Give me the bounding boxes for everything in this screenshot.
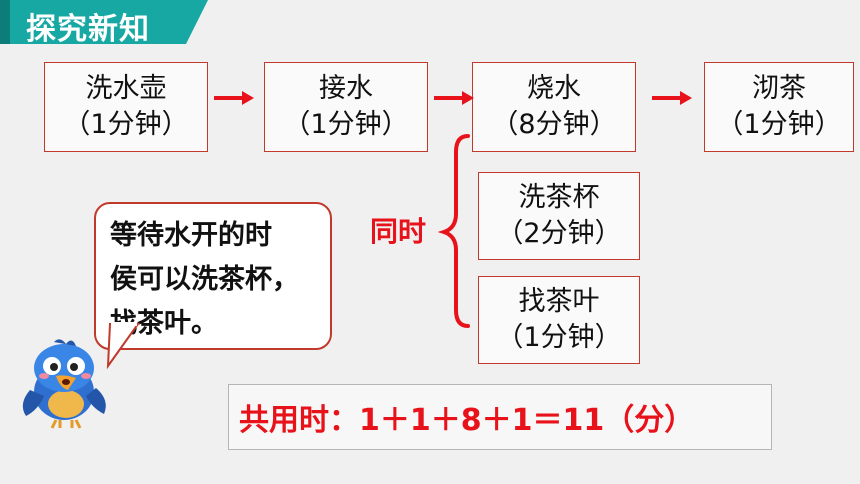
- step-box-wash-kettle: 洗水壶 （1分钟）: [44, 62, 208, 152]
- step-name: 洗水壶: [85, 73, 167, 104]
- total-time-box: 共用时：1＋1＋8＋1＝11（分）: [228, 384, 772, 450]
- speech-bubble-tail: [106, 322, 140, 370]
- task-name: 洗茶杯: [518, 182, 600, 213]
- step-time: （8分钟）: [491, 109, 617, 140]
- arrow-right-icon: [652, 91, 692, 105]
- step-time: （1分钟）: [283, 109, 409, 140]
- speech-line: 等待水开的时: [110, 220, 272, 251]
- step-name: 沏茶: [752, 73, 806, 104]
- bird-mascot-icon: [22, 339, 106, 429]
- simultaneous-label: 同时: [370, 215, 427, 248]
- total-time-text: 共用时：1＋1＋8＋1＝11（分）: [239, 403, 695, 438]
- section-title: 探究新知: [26, 12, 150, 47]
- task-time: （1分钟）: [496, 322, 622, 353]
- section-header-banner: [0, 0, 208, 44]
- step-time: （1分钟）: [63, 109, 189, 140]
- task-box-find-tea: 找茶叶 （1分钟）: [478, 276, 640, 364]
- task-name: 找茶叶: [518, 286, 600, 317]
- arrow-right-icon: [214, 91, 254, 105]
- brace-icon: [438, 134, 470, 328]
- task-time: （2分钟）: [496, 218, 622, 249]
- arrow-right-icon: [434, 91, 474, 105]
- step-box-make-tea: 沏茶 （1分钟）: [704, 62, 854, 152]
- speech-line: 侯可以洗茶杯，: [110, 264, 299, 295]
- step-box-boil-water: 烧水 （8分钟）: [472, 62, 636, 152]
- step-time: （1分钟）: [716, 109, 842, 140]
- step-name: 接水: [319, 73, 373, 104]
- step-name: 烧水: [527, 73, 581, 104]
- step-box-fetch-water: 接水 （1分钟）: [264, 62, 428, 152]
- task-box-wash-cups: 洗茶杯 （2分钟）: [478, 172, 640, 260]
